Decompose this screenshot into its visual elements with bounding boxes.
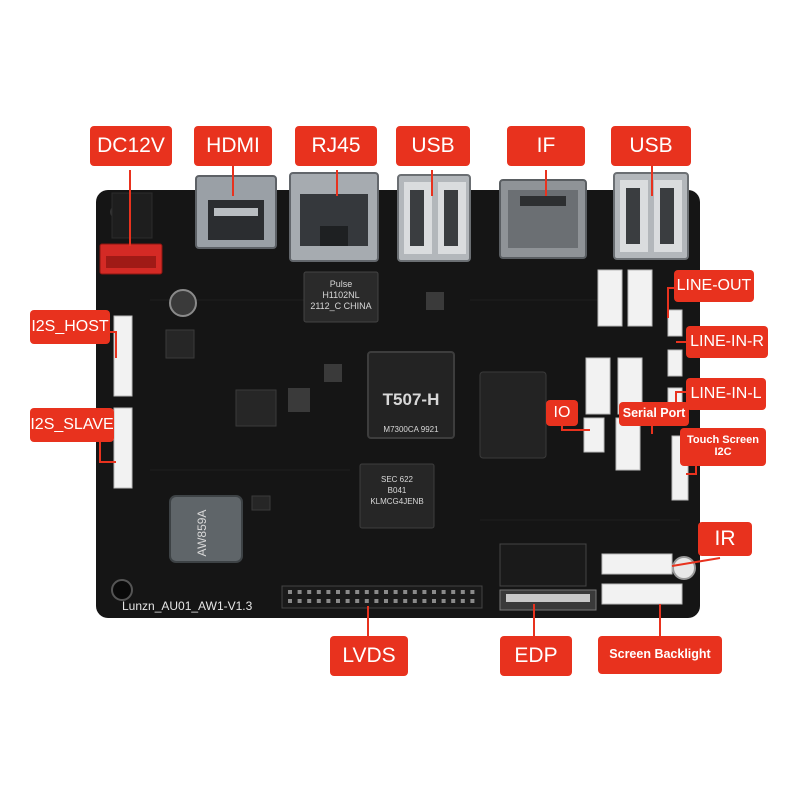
edp-header <box>499 543 587 587</box>
lvds-pin <box>364 599 369 603</box>
uart-connector <box>585 357 611 415</box>
lvds-pin <box>460 599 465 603</box>
label-i2s-slave: I2S_SLAVE <box>30 408 114 442</box>
lvds-pin <box>336 599 340 603</box>
label-rj45: RJ45 <box>295 126 377 166</box>
lvds-pin <box>374 599 379 603</box>
lvds-pin <box>374 590 379 594</box>
label-touch-screen: Touch Screen I2C <box>680 428 766 466</box>
capacitor <box>169 289 197 317</box>
small-chip <box>165 329 195 359</box>
mount-hole <box>111 579 133 601</box>
lvds-pin <box>336 590 340 594</box>
lvds-pin <box>288 599 292 603</box>
lvds-pin <box>460 590 465 594</box>
wifi-module <box>169 495 243 563</box>
lvds-pin <box>297 599 302 603</box>
board-model: Lunzn_AU01_AW1-V1.3 <box>122 599 253 613</box>
label-i2s-host: I2S_HOST <box>30 310 110 344</box>
line-in-r-connector <box>667 349 683 377</box>
lvds-pin <box>432 599 436 603</box>
inductor <box>288 388 310 412</box>
label-edp: EDP <box>500 636 572 676</box>
pmic-chip <box>235 389 277 427</box>
label-line-in-r: LINE-IN-R <box>686 326 768 358</box>
io-connector <box>583 417 605 453</box>
lvds-pin <box>422 590 427 594</box>
cpu-label: T507-H <box>383 390 440 409</box>
wifi-label: AW859A <box>195 510 209 557</box>
lvds-pin <box>412 590 417 594</box>
lvds-pin <box>451 590 456 594</box>
label-screen-backlight: Screen Backlight <box>598 636 722 674</box>
cpu-chip <box>367 351 455 439</box>
label-ir: IR <box>698 522 752 556</box>
label-if: IF <box>507 126 585 166</box>
lvds-pin <box>355 590 360 594</box>
label-lvds: LVDS <box>330 636 408 676</box>
eth-transformer-chip <box>303 271 379 323</box>
lvds-pin <box>470 590 475 594</box>
lvds-pin <box>326 599 331 603</box>
ram-chip <box>479 371 547 459</box>
lvds-pin <box>393 590 398 594</box>
line-out-connector <box>667 309 683 337</box>
emmc-chip <box>359 463 435 529</box>
label-line-in-l: LINE-IN-L <box>686 378 766 410</box>
i2s-slave-header <box>113 407 133 489</box>
cpu-sub: M7300CA 9921 <box>383 425 439 434</box>
audio-connector <box>627 269 653 327</box>
inductor <box>324 364 342 382</box>
label-hdmi: HDMI <box>194 126 272 166</box>
lvds-pin <box>441 590 446 594</box>
label-line-out: LINE-OUT <box>674 270 754 302</box>
lvds-pin <box>326 590 331 594</box>
backlight-connector <box>601 583 683 605</box>
lvds-pin <box>316 590 321 594</box>
lvds-pin <box>307 599 312 603</box>
lvds-pin <box>345 599 350 603</box>
lvds-pin <box>403 599 408 603</box>
i2s-host-header <box>113 315 133 397</box>
lvds-header <box>281 585 483 609</box>
label-dc12v: DC12V <box>90 126 172 166</box>
label-serial-port: Serial Port <box>619 402 689 426</box>
lvds-pin <box>307 590 312 594</box>
lvds-pin <box>393 599 398 603</box>
lvds-pin <box>355 599 360 603</box>
lvds-pin <box>470 599 475 603</box>
lvds-pin <box>384 599 388 603</box>
mount-hole <box>672 556 696 580</box>
label-usb-top-right: USB <box>611 126 691 166</box>
ir-connector <box>601 553 673 575</box>
lvds-pin <box>441 599 446 603</box>
lvds-pin <box>432 590 436 594</box>
label-io: IO <box>546 400 578 426</box>
lvds-pin <box>451 599 456 603</box>
lvds-pin <box>384 590 388 594</box>
small-chip <box>251 495 271 511</box>
lvds-pin <box>345 590 350 594</box>
inductor <box>426 292 444 310</box>
lvds-pin <box>412 599 417 603</box>
label-usb-top-left: USB <box>396 126 470 166</box>
serial-connector <box>615 417 641 471</box>
lvds-pin <box>422 599 427 603</box>
lvds-pin <box>316 599 321 603</box>
lvds-pin <box>403 590 408 594</box>
lvds-pin <box>297 590 302 594</box>
audio-connector <box>597 269 623 327</box>
lvds-pin <box>288 590 292 594</box>
lvds-pin <box>364 590 369 594</box>
